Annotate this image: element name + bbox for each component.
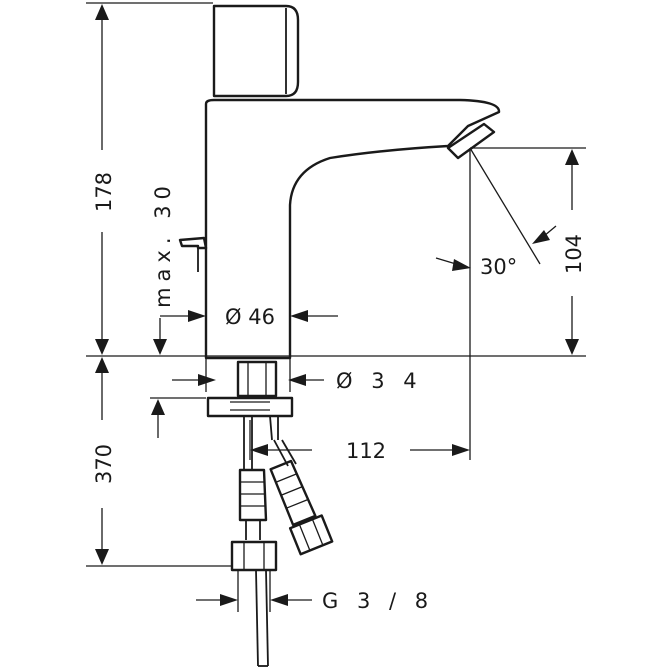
label-connection-thread: G 3 / 8 [322,589,434,613]
dimension-hose-length: 370 [92,357,165,565]
label-height-total: 178 [92,172,116,212]
dimension-spray-angle: 30° [435,225,557,279]
label-spout-height: 104 [562,234,586,274]
label-hose-length: 370 [92,444,116,484]
mounting-assembly [206,360,334,667]
label-max-opening: max. 30 [151,180,175,308]
body-and-spout [204,98,501,360]
label-spray-angle: 30° [480,255,517,279]
label-hole-diameter: Ø 3 4 [336,369,423,393]
aerator [446,122,496,160]
extension-lines [86,2,586,612]
dimension-height-total: 178 [92,4,116,355]
dimension-projection: 112 [250,439,470,463]
label-body-diameter: Ø 46 [225,305,275,329]
popup-lever [178,236,208,250]
connection-nut-left [230,540,278,572]
mounting-plate [206,396,294,418]
dimension-max-opening: max. 30 [151,180,175,355]
dimension-spout-height: 104 [562,149,586,355]
label-projection: 112 [346,439,386,463]
hose-fitting-left [238,468,268,522]
threaded-shank [236,360,278,398]
dimension-body-diameter: Ø 46 [160,305,338,329]
dimension-hole-diameter: Ø 3 4 [172,369,423,393]
dimension-connection-thread: G 3 / 8 [196,589,434,613]
connection-nut-right [288,514,334,556]
faucet-body [178,4,501,360]
hose-fitting-right [269,459,317,527]
top-cap [212,4,300,98]
